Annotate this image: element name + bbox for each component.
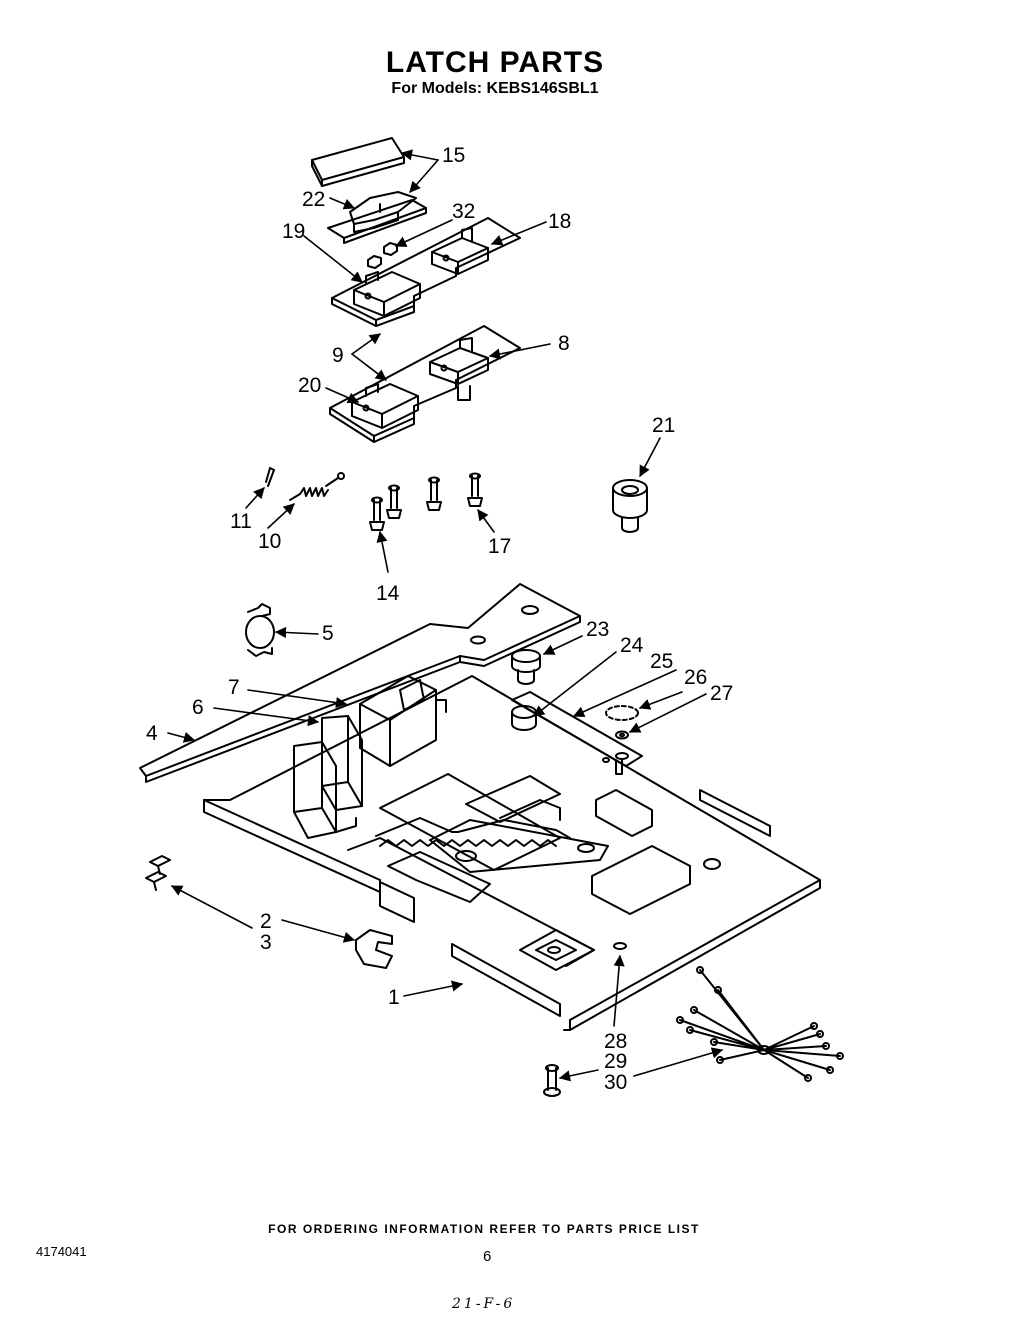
callout-24: 24 [620,634,644,657]
part-2-latch-hook [355,929,393,969]
part-27-washer [615,730,629,740]
part-18-switch [431,227,489,275]
handwritten-mark: 21-F-6 [452,1296,516,1312]
part-32-nuts [367,242,398,269]
part-23-stud [511,649,541,685]
part-4-lever-bar [139,583,581,783]
callout-29: 29 [604,1050,627,1073]
part-21-plunger [612,479,648,533]
callout-2: 2 [260,910,272,933]
callout-1: 1 [388,986,400,1009]
part-29-screw [543,1064,561,1097]
part-30-wire-harness [676,966,844,1082]
callout-11: 11 [230,510,252,533]
model-subtitle: For Models: KEBS146SBL1 [391,80,599,97]
callout-6: 6 [192,696,204,719]
page-title: LATCH PARTS [385,46,605,79]
document-number: 4174041 [36,1244,87,1259]
page-number: 6 [483,1248,492,1265]
part-11-clip [265,467,275,487]
upper-switch-board [331,217,521,327]
callout-18: 18 [548,210,571,233]
callout-25: 25 [650,650,673,673]
part-24-bushing [511,705,537,731]
part-20-switch [351,383,419,429]
part-26-ring [605,705,639,721]
part-5-clamp [245,603,275,657]
callout-32: 32 [452,200,475,223]
callout-23: 23 [586,618,609,641]
callout-17: 17 [488,535,511,558]
callout-20: 20 [298,374,321,397]
callout-15: 15 [442,144,465,167]
callout-4: 4 [146,722,158,745]
part-14-screws [369,484,402,531]
part-6-brackets [293,715,363,839]
callout-7: 7 [228,676,240,699]
part-17-screws [426,472,483,511]
part-8-switch [429,337,489,401]
part-1-base-plate [203,675,821,1031]
callout-5: 5 [322,622,334,645]
screws-left [145,855,171,891]
part-19-switch [353,271,421,317]
part-22-actuator [327,191,427,244]
callout-8: 8 [558,332,570,355]
part-15-cover [311,137,405,187]
callout-28: 28 [604,1030,627,1053]
leader-lines [167,149,724,1082]
part-drawings [139,137,844,1097]
callout-26: 26 [684,666,707,689]
ordering-note: FOR ORDERING INFORMATION REFER TO PARTS … [268,1222,700,1236]
callout-10: 10 [258,530,281,553]
callout-22: 22 [302,188,325,211]
callout-14: 14 [376,582,400,605]
callout-27: 27 [710,682,733,705]
callout-labels: 15 22 32 18 19 9 8 20 21 11 10 17 14 5 2… [146,144,733,1094]
callout-3: 3 [260,931,272,954]
part-10-spring [289,472,345,501]
callout-21: 21 [652,414,675,437]
callout-19: 19 [282,220,305,243]
callout-9: 9 [332,344,344,367]
callout-30: 30 [604,1071,627,1094]
lower-switch-board [329,325,521,443]
